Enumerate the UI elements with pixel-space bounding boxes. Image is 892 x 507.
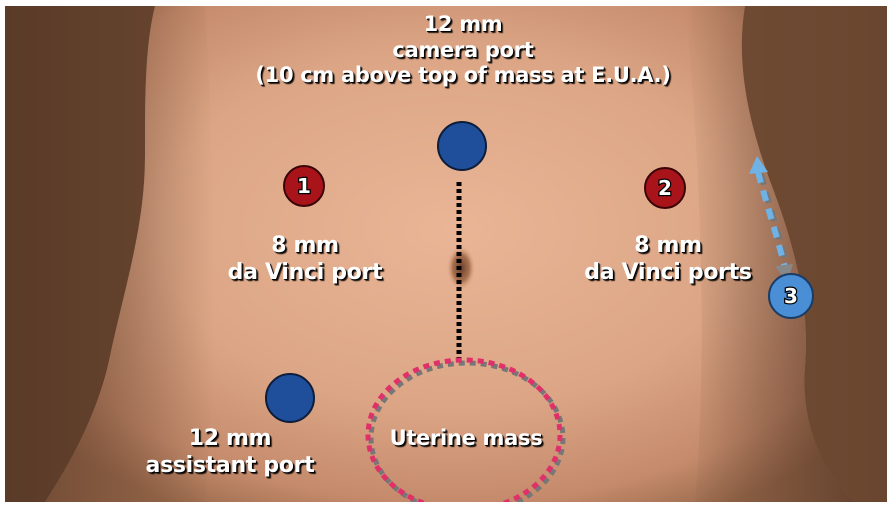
uterine-mass-label: Uterine mass [371,426,561,452]
assistant-port-name: assistant port [125,453,335,480]
camera-port-marker [438,122,486,170]
assistant-port-marker [266,374,314,422]
port-3-number: 3 [784,284,798,308]
right-ports-size: 8 mm [553,233,783,260]
assistant-port-size: 12 mm [125,426,335,453]
camera-port-label: 12 mm camera port (10 cm above top of ma… [237,12,689,89]
camera-port-name: camera port [237,38,689,64]
port-1-number: 1 [297,174,311,198]
left-davinci-port-label: 8 mm da Vinci port [195,233,415,287]
camera-port-location: (10 cm above top of mass at E.U.A.) [237,63,689,89]
right-davinci-ports-label: 8 mm da Vinci ports [553,233,783,287]
left-port-name: da Vinci port [195,260,415,287]
port-2-number: 2 [658,176,672,200]
right-ports-name: da Vinci ports [553,260,783,287]
uterine-mass-text: Uterine mass [371,426,561,452]
diagram-canvas: 1 2 3 12 mm camera port (10 cm above top… [5,6,887,502]
camera-port-size: 12 mm [237,12,689,38]
left-port-size: 8 mm [195,233,415,260]
assistant-port-label: 12 mm assistant port [125,426,335,480]
